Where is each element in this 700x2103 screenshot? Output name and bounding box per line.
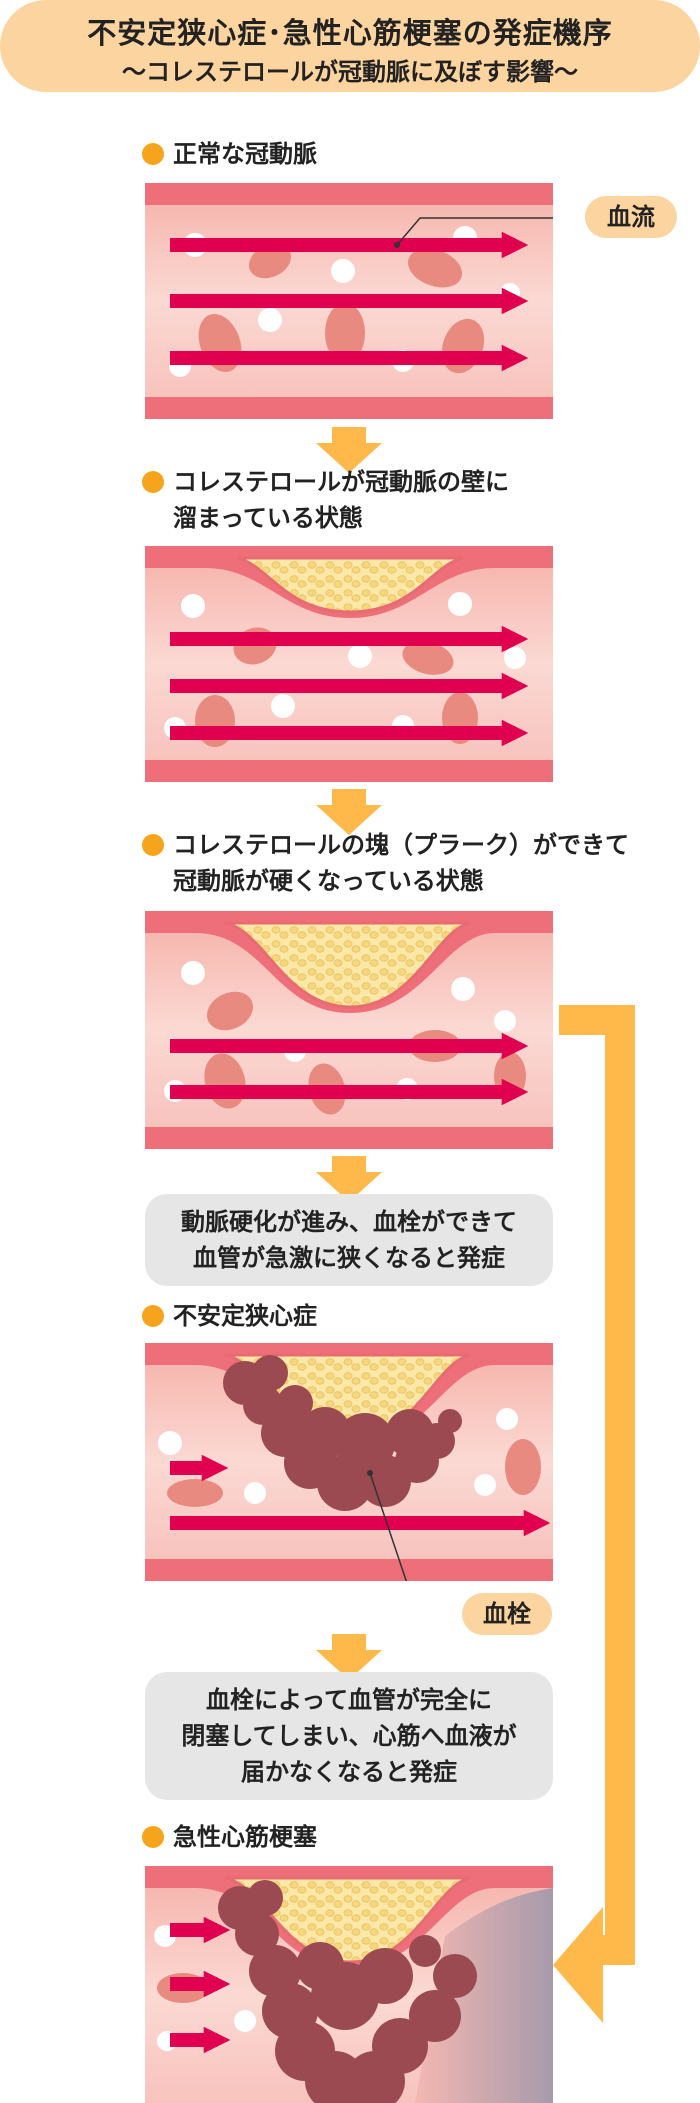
acute-myocardial-infarction-diagram	[145, 1866, 553, 2103]
red-blood-cell	[505, 1439, 541, 1495]
title-banner: 不安定狭心症･急性心筋梗塞の発症機序 ～コレステロールが冠動脈に及ぼす影響～	[0, 0, 700, 92]
white-blood-cell	[496, 1408, 518, 1430]
red-blood-cell	[407, 248, 463, 288]
bullet-dot-icon	[142, 1305, 164, 1327]
stage3-heading: コレステロールの塊（プラーク）ができて 冠動脈が硬くなっている状態	[142, 827, 629, 899]
bullet-dot-icon	[142, 143, 164, 165]
stage4-heading: 不安定狭心症	[142, 1298, 317, 1334]
white-blood-cell	[451, 977, 475, 1001]
white-blood-cell	[448, 592, 472, 616]
white-blood-cell	[234, 2010, 256, 2032]
page-title: 不安定狭心症･急性心筋梗塞の発症機序	[87, 16, 613, 50]
down-arrow-icon	[316, 427, 382, 473]
white-blood-cell	[474, 1474, 496, 1496]
onset-note-myocardial-infarction: 血栓によって血管が完全に 閉塞してしまい、心筋へ血液が 届かなくなると発症	[145, 1672, 553, 1800]
progression-connector-arrow	[553, 1005, 635, 2023]
white-blood-cell	[494, 1010, 516, 1032]
blood-flow-leader-line	[396, 217, 553, 246]
down-arrow-icon	[316, 789, 382, 835]
page-subtitle: ～コレステロールが冠動脈に及ぼす影響～	[122, 58, 578, 86]
red-blood-cell	[248, 243, 292, 279]
ischemic-area	[415, 1888, 553, 2103]
white-blood-cell	[181, 961, 205, 985]
thrombus-leader-line	[369, 1472, 408, 1581]
thrombus-label: 血栓	[462, 1593, 552, 1635]
thrombus	[223, 1355, 462, 1511]
stage5-heading: 急性心筋梗塞	[142, 1819, 317, 1855]
down-arrow-icon	[316, 1634, 382, 1680]
normal-artery-diagram	[145, 183, 553, 419]
down-arrow-icon	[316, 1156, 382, 1202]
plaque	[224, 921, 471, 1009]
red-blood-cell	[167, 1479, 223, 1507]
white-blood-cell	[348, 644, 372, 668]
red-blood-cell	[402, 641, 454, 675]
white-blood-cell	[271, 694, 295, 718]
stage2-heading: コレステロールが冠動脈の壁に 溜まっている状態	[142, 464, 509, 536]
bullet-dot-icon	[142, 1826, 164, 1848]
white-blood-cell	[504, 647, 526, 669]
thrombus	[218, 1880, 477, 2103]
unstable-angina-diagram	[145, 1343, 553, 1581]
stage1-heading: 正常な冠動脈	[142, 136, 317, 172]
white-blood-cell	[181, 594, 205, 618]
cholesterol-deposit	[236, 556, 464, 614]
bullet-dot-icon	[142, 834, 164, 856]
red-blood-cell	[325, 303, 365, 363]
bullet-dot-icon	[142, 471, 164, 493]
plaque-formation-diagram	[145, 911, 553, 1149]
white-blood-cell	[331, 259, 355, 283]
white-blood-cell	[258, 308, 282, 332]
onset-note-unstable-angina: 動脈硬化が進み、血栓ができて 血管が急激に狭くなると発症	[145, 1194, 553, 1286]
white-blood-cell	[158, 1431, 182, 1455]
blood-flow-label: 血流	[585, 196, 677, 238]
white-blood-cell	[244, 1482, 266, 1504]
red-blood-cell	[206, 991, 254, 1031]
cholesterol-accumulation-diagram	[145, 546, 553, 782]
